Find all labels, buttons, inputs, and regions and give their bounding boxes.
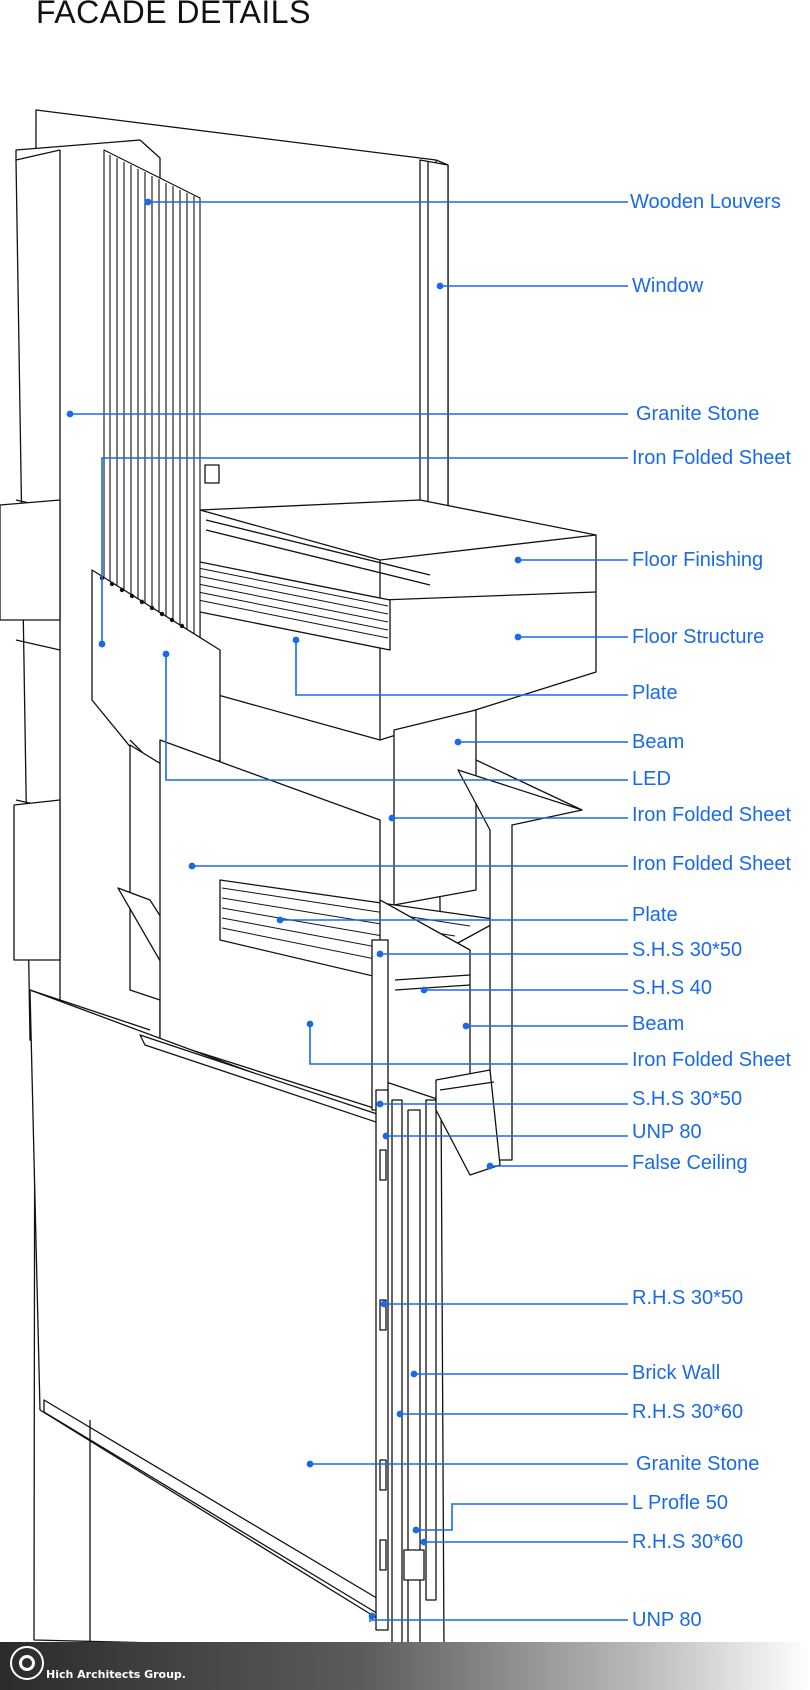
label-iron-folded-sheet: Iron Folded Sheet [632,804,791,826]
leader-plate-1 [295,640,628,696]
label-brick-wall: Brick Wall [632,1362,721,1384]
footer-bar: Hich Architects Group. [0,1642,810,1690]
label-rhs-30x60: R.H.S 30*60 [632,1531,744,1553]
annotation-dots [66,198,522,1620]
leader-iron-folded-sheet-1 [101,457,628,644]
upper-beam [393,709,477,906]
label-wooden-louvers: Wooden Louvers [630,191,781,213]
label-granite-stone: Granite Stone [636,1453,760,1475]
label-rhs-30x60: R.H.S 30*60 [632,1401,744,1423]
label-iron-folded-sheet: Iron Folded Sheet [632,853,791,875]
label-unp-80: UNP 80 [632,1609,702,1631]
label-l-profile-50: L Profle 50 [632,1492,728,1514]
label-rhs-30x50: R.H.S 30*50 [632,1287,744,1309]
label-unp-80: UNP 80 [632,1121,702,1143]
label-shs-40: S.H.S 40 [632,977,713,999]
page-title: FACADE DETAILS [36,0,311,30]
false-ceiling [435,1069,501,1176]
label-plate: Plate [632,904,678,926]
label-granite-stone: Granite Stone [636,403,760,425]
label-plate: Plate [632,682,678,704]
label-shs-30x50: S.H.S 30*50 [632,1088,743,1110]
label-floor-finishing: Floor Finishing [632,549,764,571]
leader-led [165,654,628,781]
leader-iron-folded-sheet-4 [309,1024,628,1065]
company-logo-icon [10,1646,44,1680]
label-iron-folded-sheet: Iron Folded Sheet [632,1049,791,1071]
company-name: Hich Architects Group. [46,1668,186,1681]
label-window: Window [632,275,704,297]
facade-linework [0,109,597,1690]
label-beam: Beam [632,1013,685,1035]
label-iron-folded-sheet: Iron Folded Sheet [632,447,791,469]
leader-l-profile-50 [416,1503,628,1531]
shs-post [371,939,389,1111]
label-shs-30x50: S.H.S 30*50 [632,939,743,961]
label-beam: Beam [632,731,685,753]
label-led: LED [632,768,671,790]
rhs-profiles [375,1089,437,1690]
label-floor-structure: Floor Structure [632,626,765,648]
label-false-ceiling: False Ceiling [632,1152,748,1174]
